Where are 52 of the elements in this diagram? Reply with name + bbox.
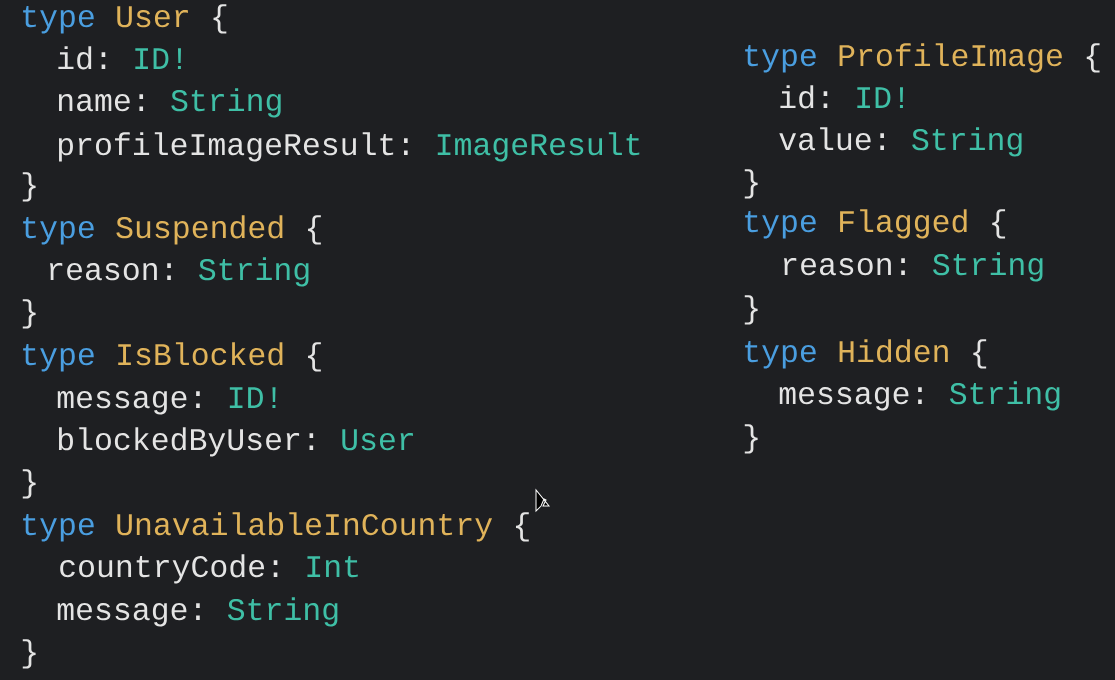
brace: { (308, 215, 321, 245)
brace: } (744, 295, 758, 325)
type-annotation: String (171, 88, 281, 118)
type-annotation: ID! (135, 48, 181, 69)
type-name: IsBlocked (118, 342, 283, 366)
field-name: reason: (783, 258, 905, 276)
code-keyword: type (23, 344, 94, 372)
type-name: Suspended (116, 215, 283, 245)
type-annotation: String (933, 252, 1043, 282)
brace: { (213, 4, 227, 34)
code-keyword: type (745, 45, 816, 73)
brace: { (1086, 43, 1100, 73)
code-keyword: type (23, 514, 94, 542)
brace: { (973, 339, 987, 369)
type-annotation: Int (307, 556, 358, 578)
type-annotation: String (949, 381, 1060, 411)
brace: } (744, 169, 758, 199)
field-name: message: (57, 391, 200, 415)
field-name: id: (780, 85, 828, 109)
type-name: User (117, 6, 188, 28)
field-name: id: (58, 46, 106, 70)
type-annotation: String (912, 127, 1022, 157)
type-name: Flagged (840, 209, 967, 239)
field-name: value: (779, 127, 884, 151)
field-name: message: (57, 603, 200, 627)
type-name: ProfileImage (839, 43, 1062, 73)
code-keyword: type (23, 6, 94, 34)
type-annotation: User (342, 429, 413, 451)
type-annotation: String (199, 257, 309, 287)
field-name: blockedByUser: (58, 427, 314, 457)
field-name: profileImageResult: (58, 132, 408, 162)
field-name: reason: (49, 263, 171, 281)
brace: } (744, 424, 758, 454)
field-name: message: (779, 387, 922, 411)
brace: { (308, 342, 321, 372)
type-name: Hidden (839, 339, 948, 363)
brace: } (22, 639, 36, 669)
type-name: UnavailableInCountry (117, 512, 493, 542)
type-annotation: String (227, 597, 338, 627)
type-annotation: ID! (229, 387, 276, 408)
field-name: countryCode: (60, 554, 278, 584)
code-keyword: type (23, 217, 94, 245)
code-keyword: type (745, 341, 816, 369)
brace: } (22, 299, 36, 329)
brace: { (992, 209, 1006, 239)
code-keyword: type (745, 211, 816, 239)
type-annotation: ID! (857, 87, 903, 108)
type-annotation: ImageResult (437, 132, 640, 162)
brace: } (22, 469, 36, 499)
brace: { (516, 512, 529, 542)
brace: } (22, 172, 36, 202)
field-name: name: (58, 94, 144, 112)
